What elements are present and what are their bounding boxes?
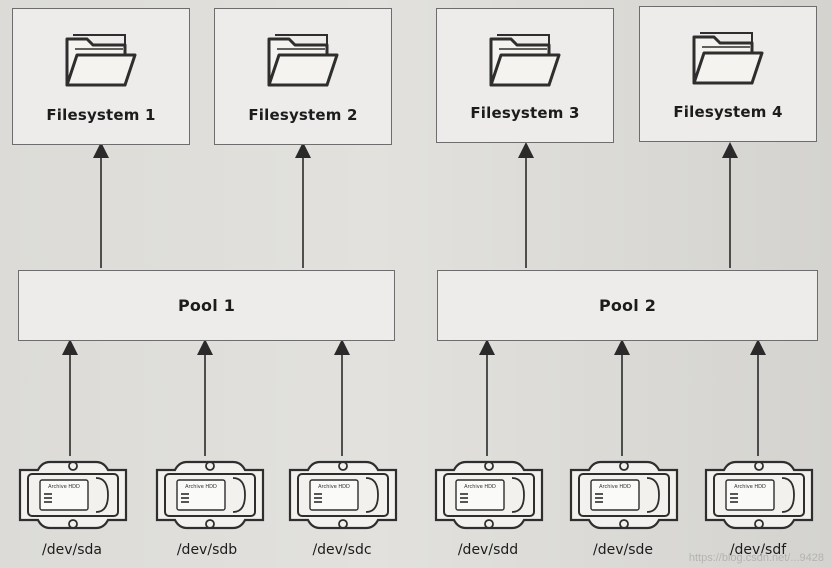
- hard-disk-icon: Archive HDD: [155, 460, 265, 530]
- pool-box-2: Pool 2: [437, 270, 818, 341]
- pool-label: Pool 2: [598, 296, 657, 315]
- disk-chip-label: Archive HDD: [318, 484, 350, 490]
- device-label: /dev/sdf: [729, 542, 787, 558]
- folder-icon: [267, 34, 339, 87]
- watermark: https://blog.csdn.net/...9428: [688, 552, 824, 564]
- filesystem-box-3: Filesystem 3: [436, 8, 614, 143]
- disk-chip-label: Archive HDD: [734, 484, 766, 490]
- disk-chip-label: Archive HDD: [599, 484, 631, 490]
- pool-box-1: Pool 1: [18, 270, 395, 341]
- folder-icon: [489, 34, 561, 87]
- hard-disk-icon: Archive HDD: [704, 460, 814, 530]
- device-label: /dev/sdc: [312, 542, 372, 558]
- hard-disk-icon: Archive HDD: [18, 460, 128, 530]
- pool-label: Pool 1: [177, 296, 236, 315]
- folder-icon: [65, 34, 137, 87]
- filesystem-box-2: Filesystem 2: [214, 8, 392, 145]
- filesystem-box-4: Filesystem 4: [639, 6, 817, 142]
- device-label: /dev/sdb: [176, 542, 238, 558]
- disk-chip-label: Archive HDD: [185, 484, 217, 490]
- device-label: /dev/sde: [592, 542, 653, 558]
- filesystem-label: Filesystem 4: [673, 103, 783, 121]
- disk-chip-label: Archive HDD: [48, 484, 80, 490]
- hard-disk-icon: Archive HDD: [288, 460, 398, 530]
- device-label: /dev/sdd: [457, 542, 519, 558]
- hard-disk-icon: Archive HDD: [569, 460, 679, 530]
- filesystem-label: Filesystem 1: [46, 106, 156, 124]
- filesystem-label: Filesystem 2: [248, 106, 358, 124]
- hard-disk-icon: Archive HDD: [434, 460, 544, 530]
- folder-icon: [692, 32, 764, 85]
- filesystem-box-1: Filesystem 1: [12, 8, 190, 145]
- filesystem-label: Filesystem 3: [470, 104, 580, 122]
- device-label: /dev/sda: [42, 542, 102, 558]
- disk-chip-label: Archive HDD: [464, 484, 496, 490]
